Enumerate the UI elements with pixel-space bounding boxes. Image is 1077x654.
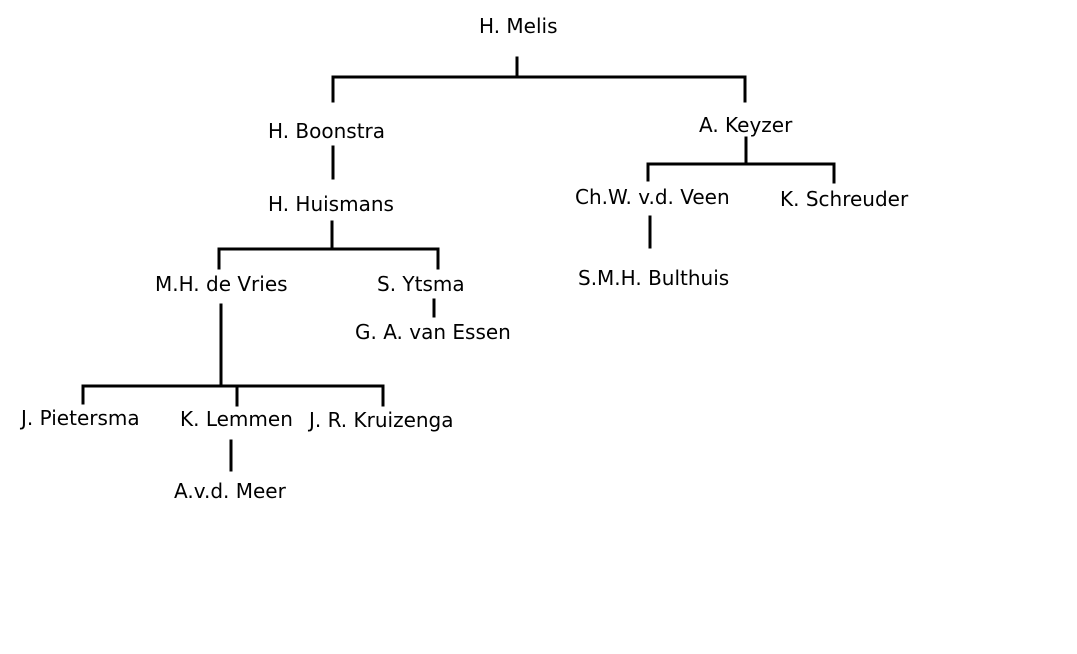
person-node-a-keyzer: A. Keyzer: [699, 113, 793, 137]
person-node-k-lemmen: K. Lemmen: [180, 407, 293, 431]
person-node-k-schreuder: K. Schreuder: [780, 187, 909, 211]
person-node-j-pietersma: J. Pietersma: [21, 406, 140, 430]
person-node-h-melis: H. Melis: [479, 14, 558, 38]
person-node-ga-van-essen: G. A. van Essen: [355, 320, 511, 344]
person-node-jr-kruizenga: J. R. Kruizenga: [309, 408, 454, 432]
person-node-smh-bulthuis: S.M.H. Bulthuis: [578, 266, 730, 290]
person-node-mh-de-vries: M.H. de Vries: [155, 272, 288, 296]
person-node-s-ytsma: S. Ytsma: [377, 272, 465, 296]
person-node-h-huismans: H. Huismans: [268, 192, 394, 216]
person-node-avd-meer: A.v.d. Meer: [174, 479, 286, 503]
person-node-h-boonstra: H. Boonstra: [268, 119, 386, 143]
person-node-chw-vd-veen: Ch.W. v.d. Veen: [575, 185, 730, 209]
